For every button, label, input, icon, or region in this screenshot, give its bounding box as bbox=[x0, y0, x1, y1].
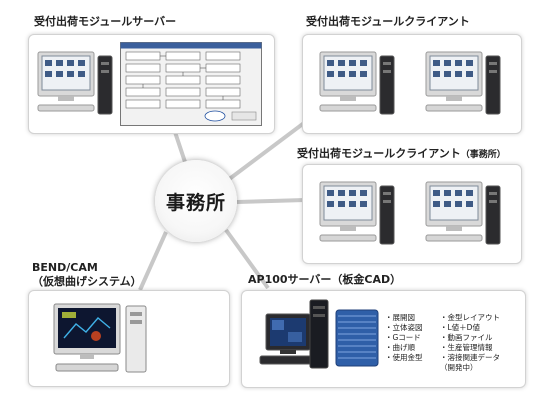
bendcam-workstation-icon bbox=[53, 303, 147, 373]
office-hub: 事務所 bbox=[155, 160, 237, 242]
server-title: 受付出荷モジュールサーバー bbox=[34, 15, 177, 28]
bendcam-title: BEND/CAM bbox=[32, 261, 98, 274]
feature-item: ・動画ファイル bbox=[440, 333, 493, 342]
client1-computer-icon-a bbox=[319, 51, 395, 115]
feature-item: ・使用金型 bbox=[385, 353, 423, 362]
client1-computer-icon-b bbox=[425, 51, 501, 115]
ap100-server-hardware-icon bbox=[259, 299, 379, 369]
ap100-feature-list-right: ・金型レイアウト ・L値＋D値 ・動画ファイル ・生産管理情報 ・溶接関連データ… bbox=[440, 313, 500, 373]
client2-title-note: （事務所） bbox=[460, 150, 506, 160]
feature-item: ・生産管理情報 bbox=[440, 343, 493, 352]
client2-computer-icon-a bbox=[319, 181, 395, 245]
ap100-title: AP100サーバー（板金CAD） bbox=[248, 273, 402, 286]
feature-item: ・溶接関連データ bbox=[440, 353, 500, 362]
feature-item: ・展開図 bbox=[385, 313, 415, 322]
connector-client1 bbox=[226, 118, 310, 182]
feature-item: ・L値＋D値 bbox=[440, 323, 480, 332]
connector-ap100 bbox=[224, 228, 270, 290]
bendcam-subtitle: （仮想曲げシステム） bbox=[32, 275, 142, 288]
connector-server bbox=[173, 131, 187, 163]
client2-title: 受付出荷モジュールクライアント（事務所） bbox=[297, 147, 506, 162]
client1-title: 受付出荷モジュールクライアント bbox=[306, 15, 470, 28]
client2-computer-icon-b bbox=[425, 181, 501, 245]
feature-item: （開発中） bbox=[440, 363, 478, 372]
hub-label: 事務所 bbox=[165, 191, 226, 214]
ap100-feature-list-left: ・展開図 ・立体姿図 ・Gコード ・曲げ順 ・使用金型 bbox=[385, 313, 423, 363]
feature-item: ・Gコード bbox=[385, 333, 421, 342]
server-software-screenshot bbox=[120, 42, 262, 126]
connector-client2 bbox=[236, 198, 306, 204]
server-computer-icon bbox=[37, 51, 113, 115]
feature-item: ・曲げ順 bbox=[385, 343, 415, 352]
client2-title-text: 受付出荷モジュールクライアント bbox=[297, 147, 461, 160]
connector-bendcam bbox=[138, 231, 168, 291]
feature-item: ・立体姿図 bbox=[385, 323, 423, 332]
feature-item: ・金型レイアウト bbox=[440, 313, 500, 322]
